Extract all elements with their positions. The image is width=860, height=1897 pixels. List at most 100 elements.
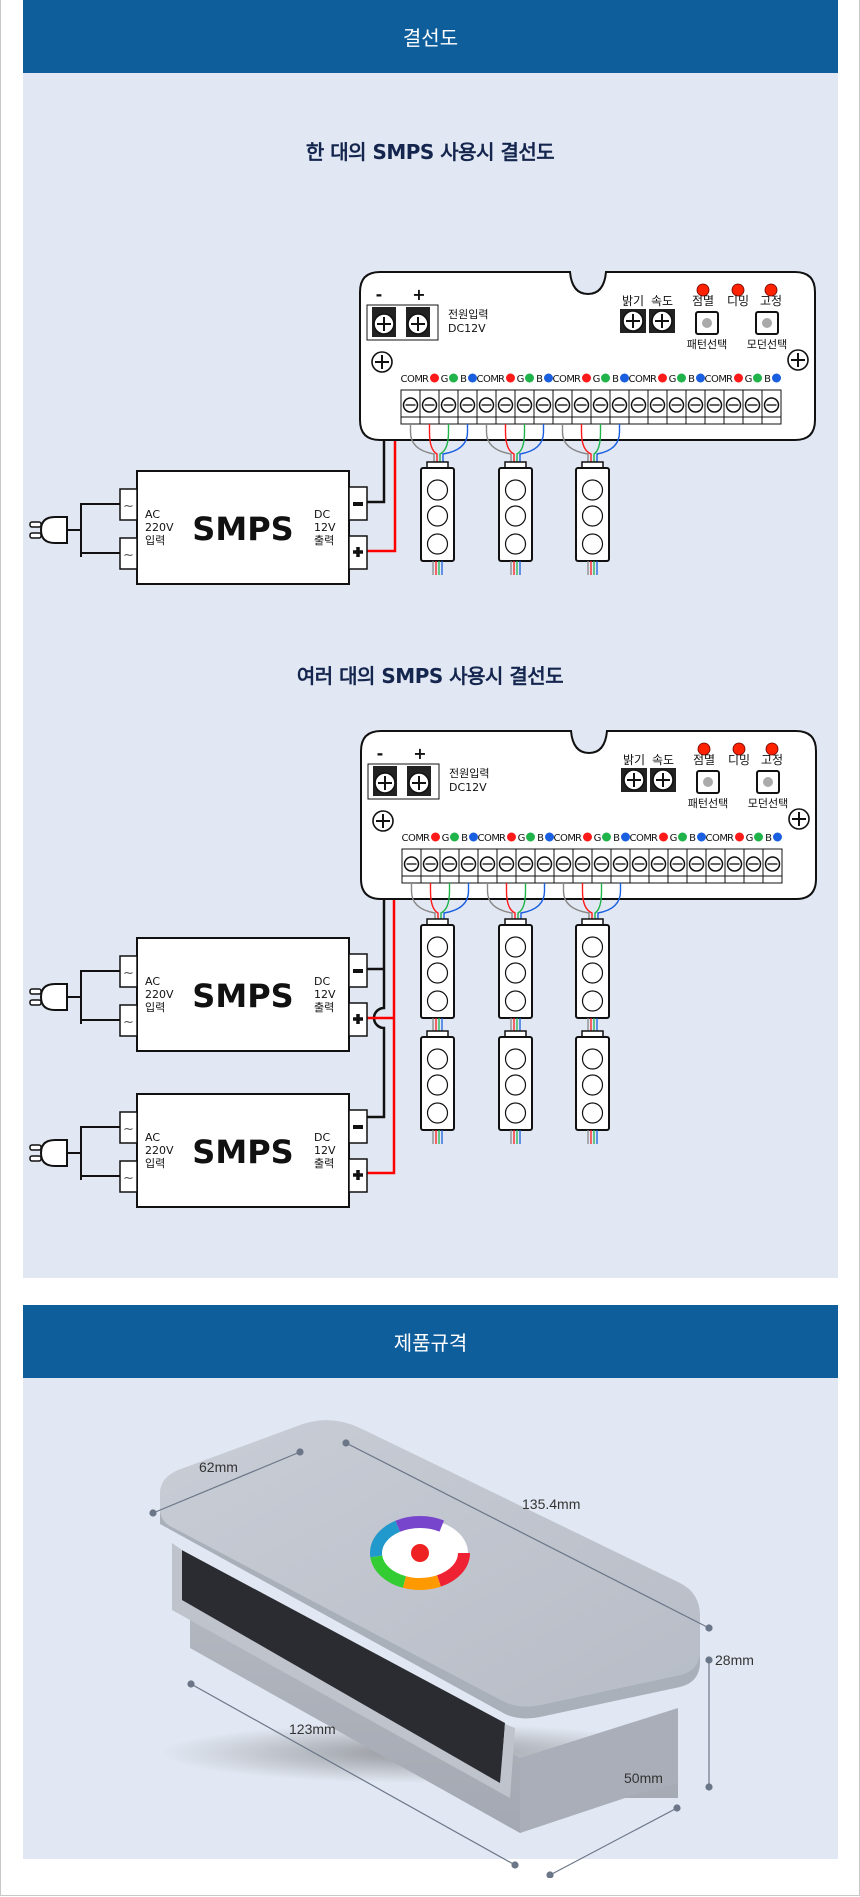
rgb-wire: [562, 883, 590, 921]
rgb-wire: [505, 883, 516, 921]
smps-dc-label: 출력: [314, 534, 334, 547]
rgb-wire: [561, 424, 589, 462]
rgb-wire: [519, 424, 545, 462]
led-lens: [581, 1102, 604, 1124]
ac-terminal-bottom-symbol: ~: [123, 1171, 134, 1186]
ac-wire: [67, 503, 120, 557]
led-module-column: [498, 461, 533, 575]
led-lens: [581, 962, 604, 984]
led-module-column: [420, 918, 455, 1144]
led-lens: [504, 1102, 527, 1124]
plug-prong: [29, 521, 42, 528]
terminal-label-r: R: [650, 374, 657, 385]
rgb-wire: [443, 883, 470, 921]
smps-dc-label: 출력: [314, 1157, 334, 1170]
terminal-dot-r: [431, 832, 440, 842]
terminal-label-r: R: [423, 833, 430, 844]
terminal-dot-g: [678, 832, 687, 842]
led-lens: [581, 936, 604, 958]
terminal-label-g: G: [746, 833, 754, 844]
rgb-wire: [410, 883, 436, 921]
rgb-wire: [428, 424, 438, 462]
wiring-section-title: 결선도: [402, 26, 459, 50]
brightness-knob-label: 밝기: [623, 753, 645, 767]
smps-dc-label: 12V: [314, 988, 336, 1001]
terminal-label-g: G: [670, 833, 678, 844]
terminal-label-b: B: [613, 833, 620, 844]
terminal-dot-b: [620, 373, 629, 383]
led-lens: [504, 1048, 527, 1070]
led-fixed-indicator: [764, 283, 778, 297]
rgb-wire: [597, 883, 622, 921]
led-lens: [426, 1048, 449, 1070]
power-plus-screw-cross: [412, 776, 426, 790]
smps-ac-label: 입력: [145, 1001, 165, 1014]
led-lens: [504, 533, 527, 555]
rgb-wire: [442, 424, 469, 462]
ac-terminal-bottom-symbol: ~: [123, 548, 134, 563]
led-lens: [504, 962, 527, 984]
product-slot: [178, 1548, 505, 1788]
led-lens: [504, 936, 527, 958]
smps-ac-label: 220V: [145, 988, 174, 1001]
terminal-label-r: R: [726, 374, 733, 385]
smps-box: [136, 470, 350, 585]
mode-button-cap: [762, 318, 772, 328]
led-lens: [581, 533, 604, 555]
power-plus-label: +: [412, 285, 425, 304]
smps-dc-label: DC: [314, 508, 330, 521]
led-blink-indicator: [696, 283, 710, 297]
terminal-dot-g: [677, 373, 686, 383]
terminal-dot-g: [753, 373, 762, 383]
terminal-label-g: G: [669, 374, 677, 385]
smps-name: SMPS: [192, 510, 293, 548]
speed-knob-label: 속도: [651, 294, 673, 308]
led-dimming-label: 디밍: [727, 294, 749, 308]
speed-knob-cross: [655, 314, 669, 328]
mount-screw-left-cross: [375, 355, 389, 369]
product-body-front: [520, 1708, 678, 1833]
rgb-wire: [440, 883, 451, 921]
terminal-dot-g: [449, 373, 458, 383]
terminal-label-b: B: [764, 374, 771, 385]
led-lens: [426, 1102, 449, 1124]
diagram1-title: 한 대의 SMPS 사용시 결선도: [305, 140, 555, 164]
rgb-wire: [516, 424, 526, 462]
rgb-wire: [504, 424, 515, 462]
power-minus-label: -: [377, 744, 384, 763]
led-fixed-label: 고정: [761, 753, 783, 767]
terminal-dot-b: [696, 373, 705, 383]
led-lens: [426, 990, 449, 1012]
minus-symbol: [353, 502, 363, 506]
rgb-wire: [429, 883, 439, 921]
terminal-dot-r: [659, 832, 668, 842]
terminal-dot-g: [601, 373, 610, 383]
ac-wire: [67, 1126, 120, 1180]
power-plus-label: +: [413, 744, 426, 763]
led-blink-label: 점멸: [693, 753, 715, 767]
terminal-label-b: B: [612, 374, 619, 385]
terminal-dot-b: [773, 832, 782, 842]
smps-dc-label: 출력: [314, 1001, 334, 1014]
negative-wire: [367, 793, 386, 1119]
power-plus-screw-cross: [411, 317, 425, 331]
rgb-wire: [594, 883, 603, 921]
plus-symbol: [353, 1170, 363, 1180]
speed-knob-label: 속도: [652, 753, 674, 767]
ac-terminal-bottom-symbol: ~: [123, 1015, 134, 1030]
speed-knob-cross: [656, 773, 670, 787]
terminal-label-g: G: [441, 374, 449, 385]
terminal-label-com: COM: [630, 833, 652, 844]
terminal-dot-g: [754, 832, 763, 842]
terminal-label-r: R: [422, 374, 429, 385]
power-plug-icon: [39, 516, 68, 544]
led-lens: [426, 962, 449, 984]
rgb-wire: [517, 883, 527, 921]
led-lens: [581, 990, 604, 1012]
smps-ac-label: AC: [145, 1131, 160, 1144]
power-voltage-label: DC12V: [449, 781, 487, 794]
